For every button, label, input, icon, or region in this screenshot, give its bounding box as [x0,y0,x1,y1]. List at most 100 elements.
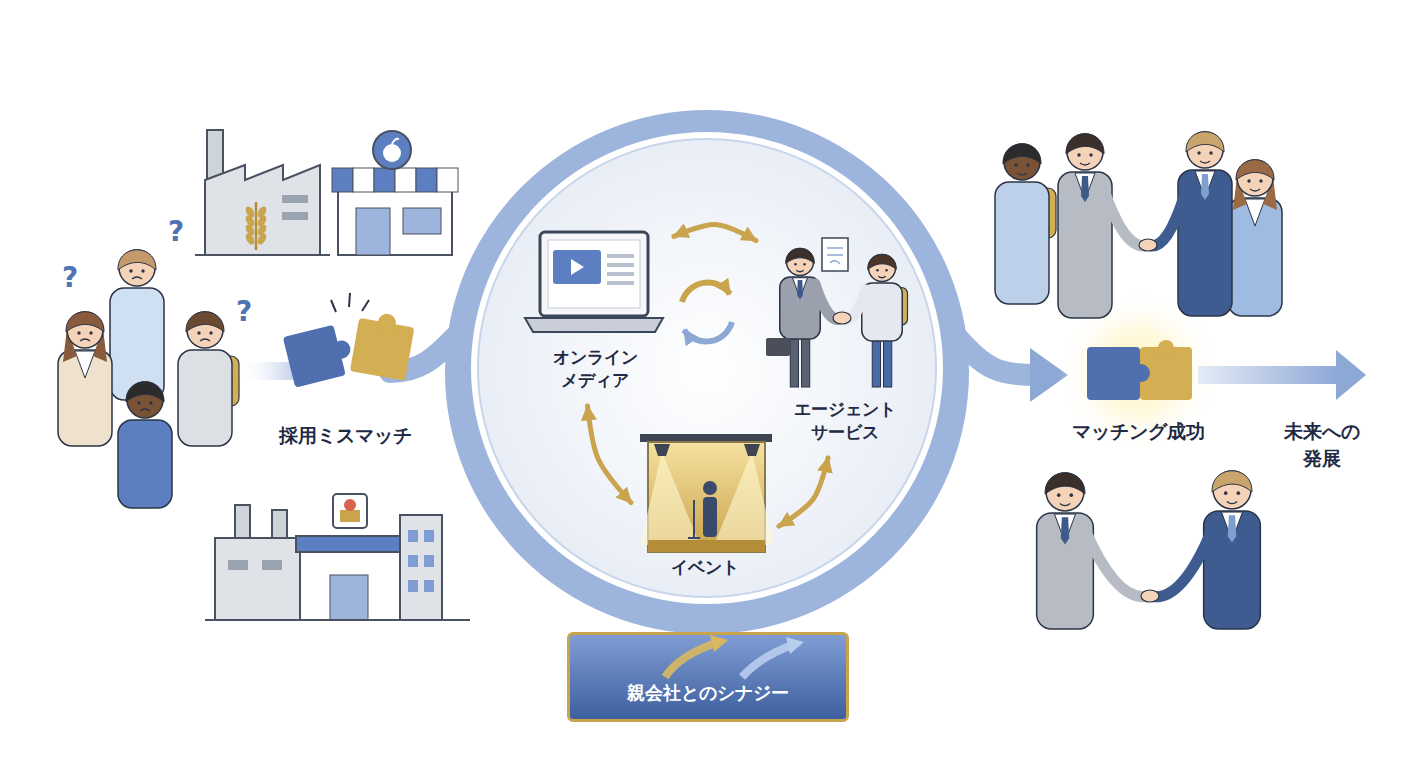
eye [1209,151,1212,154]
building-door [330,575,368,620]
puzzle-knob [1132,364,1150,382]
eye [1070,493,1074,497]
flow-band [238,362,298,380]
hair [66,312,104,332]
stage-truss [640,434,772,442]
person-figure [1228,160,1282,316]
awning-stripe [332,168,353,192]
synergy-arrow [742,645,792,677]
synergy-arrow-head [786,637,804,654]
person-figure [1204,471,1261,629]
puzzle-knob [1158,340,1174,356]
head [869,255,896,282]
spark-lines [331,293,369,312]
awning-stripe [416,168,437,192]
torso [178,350,232,446]
person-figure [995,144,1056,304]
speaker-head [703,481,717,495]
synergy-arrow-head [710,635,728,652]
leg [884,337,892,387]
shirt-collar [75,351,95,378]
leg [872,337,880,387]
node-label: 親会社とのシナジー [627,681,789,705]
person-figure [1178,132,1232,316]
wheat-stem [255,202,258,250]
mouth [1200,161,1210,163]
eye [1014,163,1017,166]
eye [197,331,200,334]
factory-window [228,560,248,570]
factory-window [282,212,308,220]
mouth [1017,173,1027,175]
hair [118,250,156,270]
video-box [553,250,601,284]
text-line [607,281,634,285]
question-mark: ? [160,212,192,251]
person-figure [118,382,172,508]
hair [1045,473,1085,494]
eye [1077,153,1080,156]
apple-stem [392,139,399,144]
mouth [132,277,142,279]
light-beam [640,452,700,545]
ground-line [205,619,470,621]
synergy-arrow [665,643,716,677]
eye [149,401,152,404]
tower-window [408,580,418,592]
flow-label: 未来への 発展 [1270,418,1374,471]
produce-box [340,510,360,522]
factory-window [262,560,282,570]
tower-window [424,580,434,592]
awning-stripe [437,168,458,192]
person-figure [1058,134,1112,318]
factory [215,538,300,620]
person-figure [1037,473,1094,629]
necktie [1081,176,1089,202]
hair [868,254,897,269]
torso [118,420,172,508]
flow-connector [674,224,756,240]
eye [885,269,888,272]
synergy-box: 親会社とのシナジー [567,632,849,722]
head [787,249,814,276]
synergy-arrows [570,635,852,681]
mouth [80,339,90,341]
node-label: エージェント サービス [775,398,915,444]
person-figure [58,312,112,446]
ground-line [195,254,330,256]
eye [1247,179,1250,182]
inner-circle [478,139,936,597]
future-arrow [1198,366,1338,384]
hair [126,382,164,402]
document-lines [827,248,843,264]
person-figure [178,312,239,446]
hair [1236,160,1274,180]
store [338,190,452,255]
tower-window [408,530,418,542]
event-node: イベント [635,432,775,589]
play-icon [571,259,584,275]
puzzle-piece [350,309,416,381]
awning-stripe [374,168,395,192]
speaker-body [703,497,717,537]
torso [995,182,1049,304]
person-figure [110,250,164,400]
tower-window [424,555,434,567]
text-line [607,254,634,258]
badge [333,494,367,528]
arm [1148,190,1186,246]
apple-icon [344,499,356,511]
tower [400,515,442,620]
question-mark: ? [228,292,260,331]
mouth [878,276,886,278]
eye [1057,493,1061,497]
mouth [1227,502,1238,504]
eye [1197,151,1200,154]
mouth [1060,504,1071,506]
factory [205,165,320,255]
eye [1026,163,1029,166]
store-door [356,208,390,255]
mouth [140,409,150,411]
eye [209,331,212,334]
puzzle-knob [376,312,397,333]
